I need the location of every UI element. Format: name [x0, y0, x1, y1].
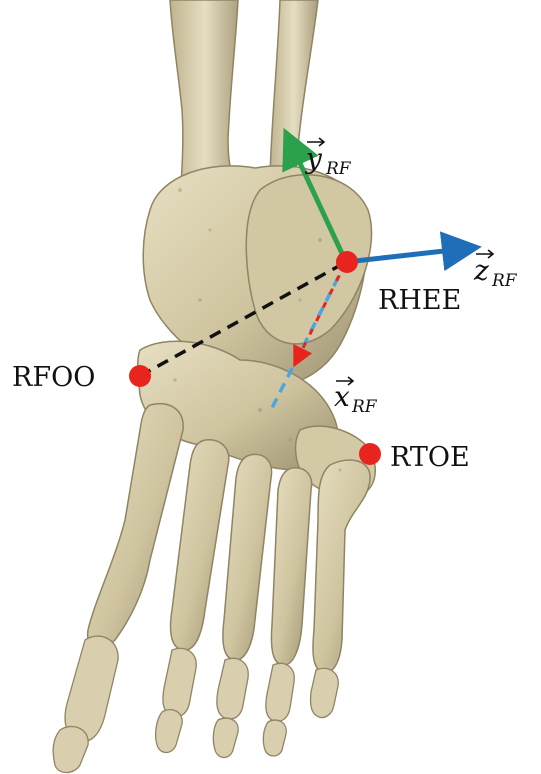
phalanx-bones — [53, 636, 338, 772]
metatarsal-4 — [271, 468, 311, 665]
y-axis-subscript: RF — [325, 159, 352, 179]
rhee-label: RHEE — [378, 285, 461, 316]
metatarsal-5 — [313, 460, 370, 673]
rfoo-marker — [129, 365, 151, 387]
z-axis-symbol: z — [473, 254, 489, 287]
metatarsal-3 — [223, 454, 272, 660]
y-axis-label: y RF — [304, 138, 352, 179]
bone-illustration — [53, 0, 375, 773]
x-axis-symbol: x — [334, 380, 350, 413]
rfoo-label: RFOO — [12, 362, 95, 393]
z-axis-subscript: RF — [491, 271, 518, 291]
z-axis-label: z RF — [473, 250, 518, 291]
y-axis-symbol: y — [304, 142, 323, 175]
x-axis-subscript: RF — [351, 397, 378, 417]
rtoe-marker — [359, 443, 381, 465]
rtoe-label: RTOE — [390, 442, 470, 473]
x-axis-label: x RF — [334, 377, 378, 417]
metatarsal-2 — [171, 440, 229, 650]
metatarsal-1 — [88, 404, 184, 649]
rhee-marker — [336, 251, 358, 273]
